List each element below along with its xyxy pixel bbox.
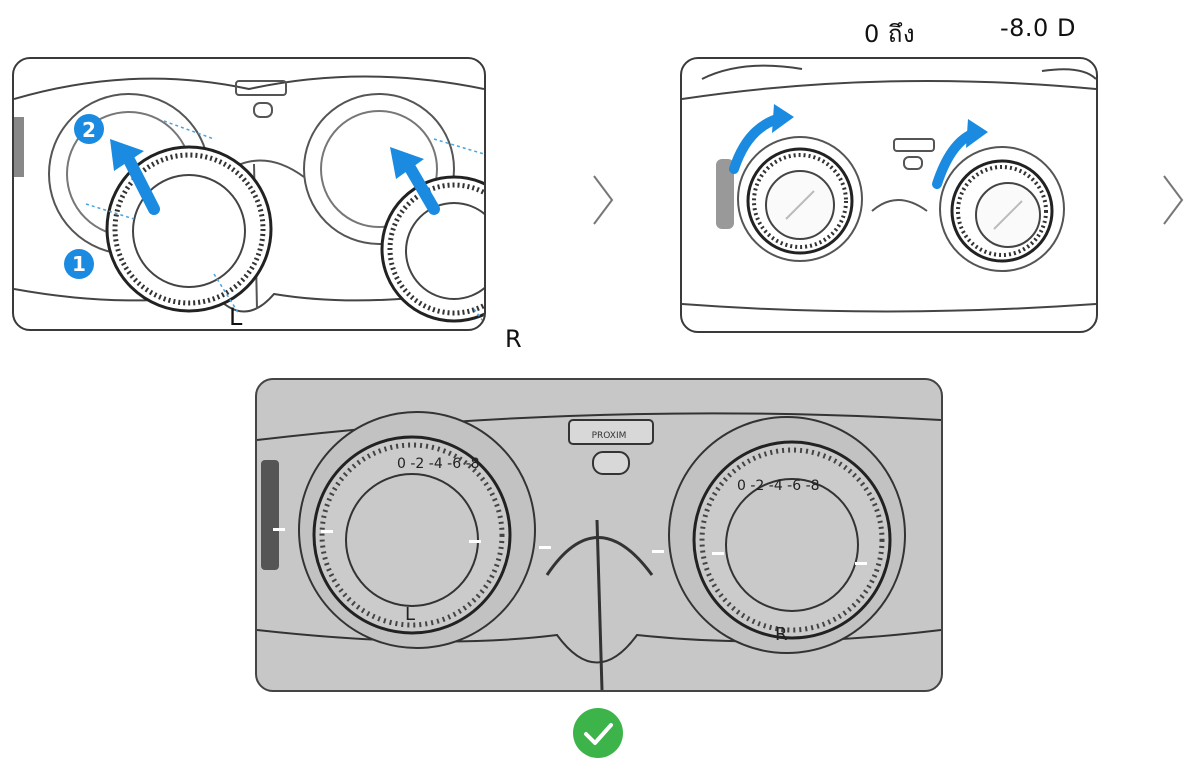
right-lens-label: R xyxy=(505,325,522,353)
step2-panel xyxy=(680,57,1098,333)
chevron-right-icon xyxy=(593,175,614,225)
left-lens-letter: L xyxy=(405,604,415,625)
step-badge-2: 2 xyxy=(74,114,104,144)
step-badge-1: 1 xyxy=(64,249,94,279)
sensor-label: PROXIM xyxy=(592,431,627,441)
step2-illustration xyxy=(682,64,1096,313)
svg-text:2: 2 xyxy=(82,118,96,142)
range-from: 0 ถึง xyxy=(864,20,916,48)
right-lens-letter: R xyxy=(775,624,788,645)
step1-panel: 2 1 xyxy=(12,57,486,331)
svg-text:1: 1 xyxy=(72,252,86,276)
result-illustration: PROXIM 0 -2 -4 -6 -8 L 0 -2 -4 -6 -8 R xyxy=(257,411,941,690)
diopter-range: 0 ถึง -8.0 D xyxy=(820,14,1160,50)
chevron-right-icon xyxy=(1163,175,1184,225)
left-dial-scale: 0 -2 -4 -6 -8 xyxy=(397,456,480,472)
result-panel: PROXIM 0 -2 -4 -6 -8 L 0 -2 -4 -6 -8 R xyxy=(255,378,943,692)
check-circle-icon xyxy=(573,708,623,758)
left-lens-label: L xyxy=(229,303,243,331)
right-dial-scale: 0 -2 -4 -6 -8 xyxy=(737,478,820,494)
range-to: -8.0 D xyxy=(1000,14,1076,42)
step1-illustration: 2 1 xyxy=(14,75,484,324)
